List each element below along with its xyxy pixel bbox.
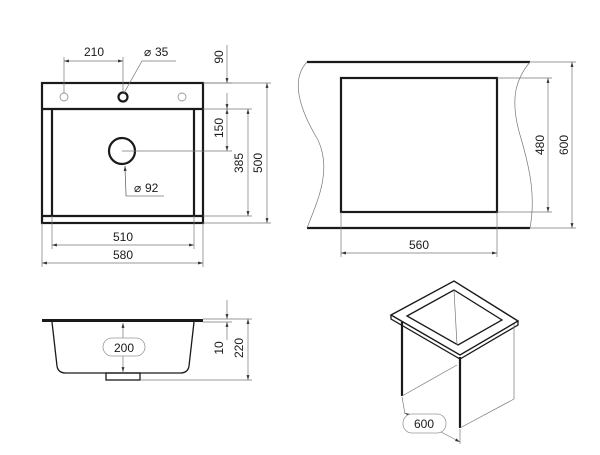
dim-tap-hole: 35: [155, 45, 169, 59]
iso-view: 600: [389, 280, 520, 444]
dim-height: 220: [232, 338, 246, 358]
dim-tap-offset: 210: [84, 45, 104, 59]
dim-deck: 90: [212, 50, 226, 64]
dim-bowl-depth: 200: [114, 341, 134, 355]
dim-bowl-length: 385: [232, 153, 246, 173]
sink-outline: [40, 81, 205, 225]
cutout-view: 480 600 560: [297, 60, 576, 257]
dim-drain-offset: 150: [212, 118, 226, 138]
dim-width: 580: [113, 248, 133, 262]
optional-hole-right: [177, 92, 187, 102]
dim-cabinet-width: 600: [414, 417, 434, 431]
dim-cut-width: 560: [409, 238, 429, 252]
sink-deck: [42, 319, 203, 322]
diameter-symbol: ⌀: [144, 45, 151, 59]
optional-hole-left: [59, 92, 69, 102]
dim-deck-thickness: 10: [212, 341, 226, 355]
cutout-rect: [339, 76, 499, 214]
dim-counter-depth: 600: [557, 135, 571, 155]
drain-outlet: [105, 372, 141, 381]
dim-length: 500: [251, 153, 265, 173]
top-view: 210 ⌀ 35 90 150 385 500 ⌀ 92 510: [40, 45, 271, 267]
dim-cut-depth: 480: [533, 135, 547, 155]
dim-drain-hole: 92: [145, 181, 159, 195]
dim-bowl-width: 510: [113, 230, 133, 244]
tap-hole: [117, 91, 129, 103]
side-view: 200 10 220: [42, 300, 252, 381]
diameter-symbol-2: ⌀: [134, 181, 141, 195]
